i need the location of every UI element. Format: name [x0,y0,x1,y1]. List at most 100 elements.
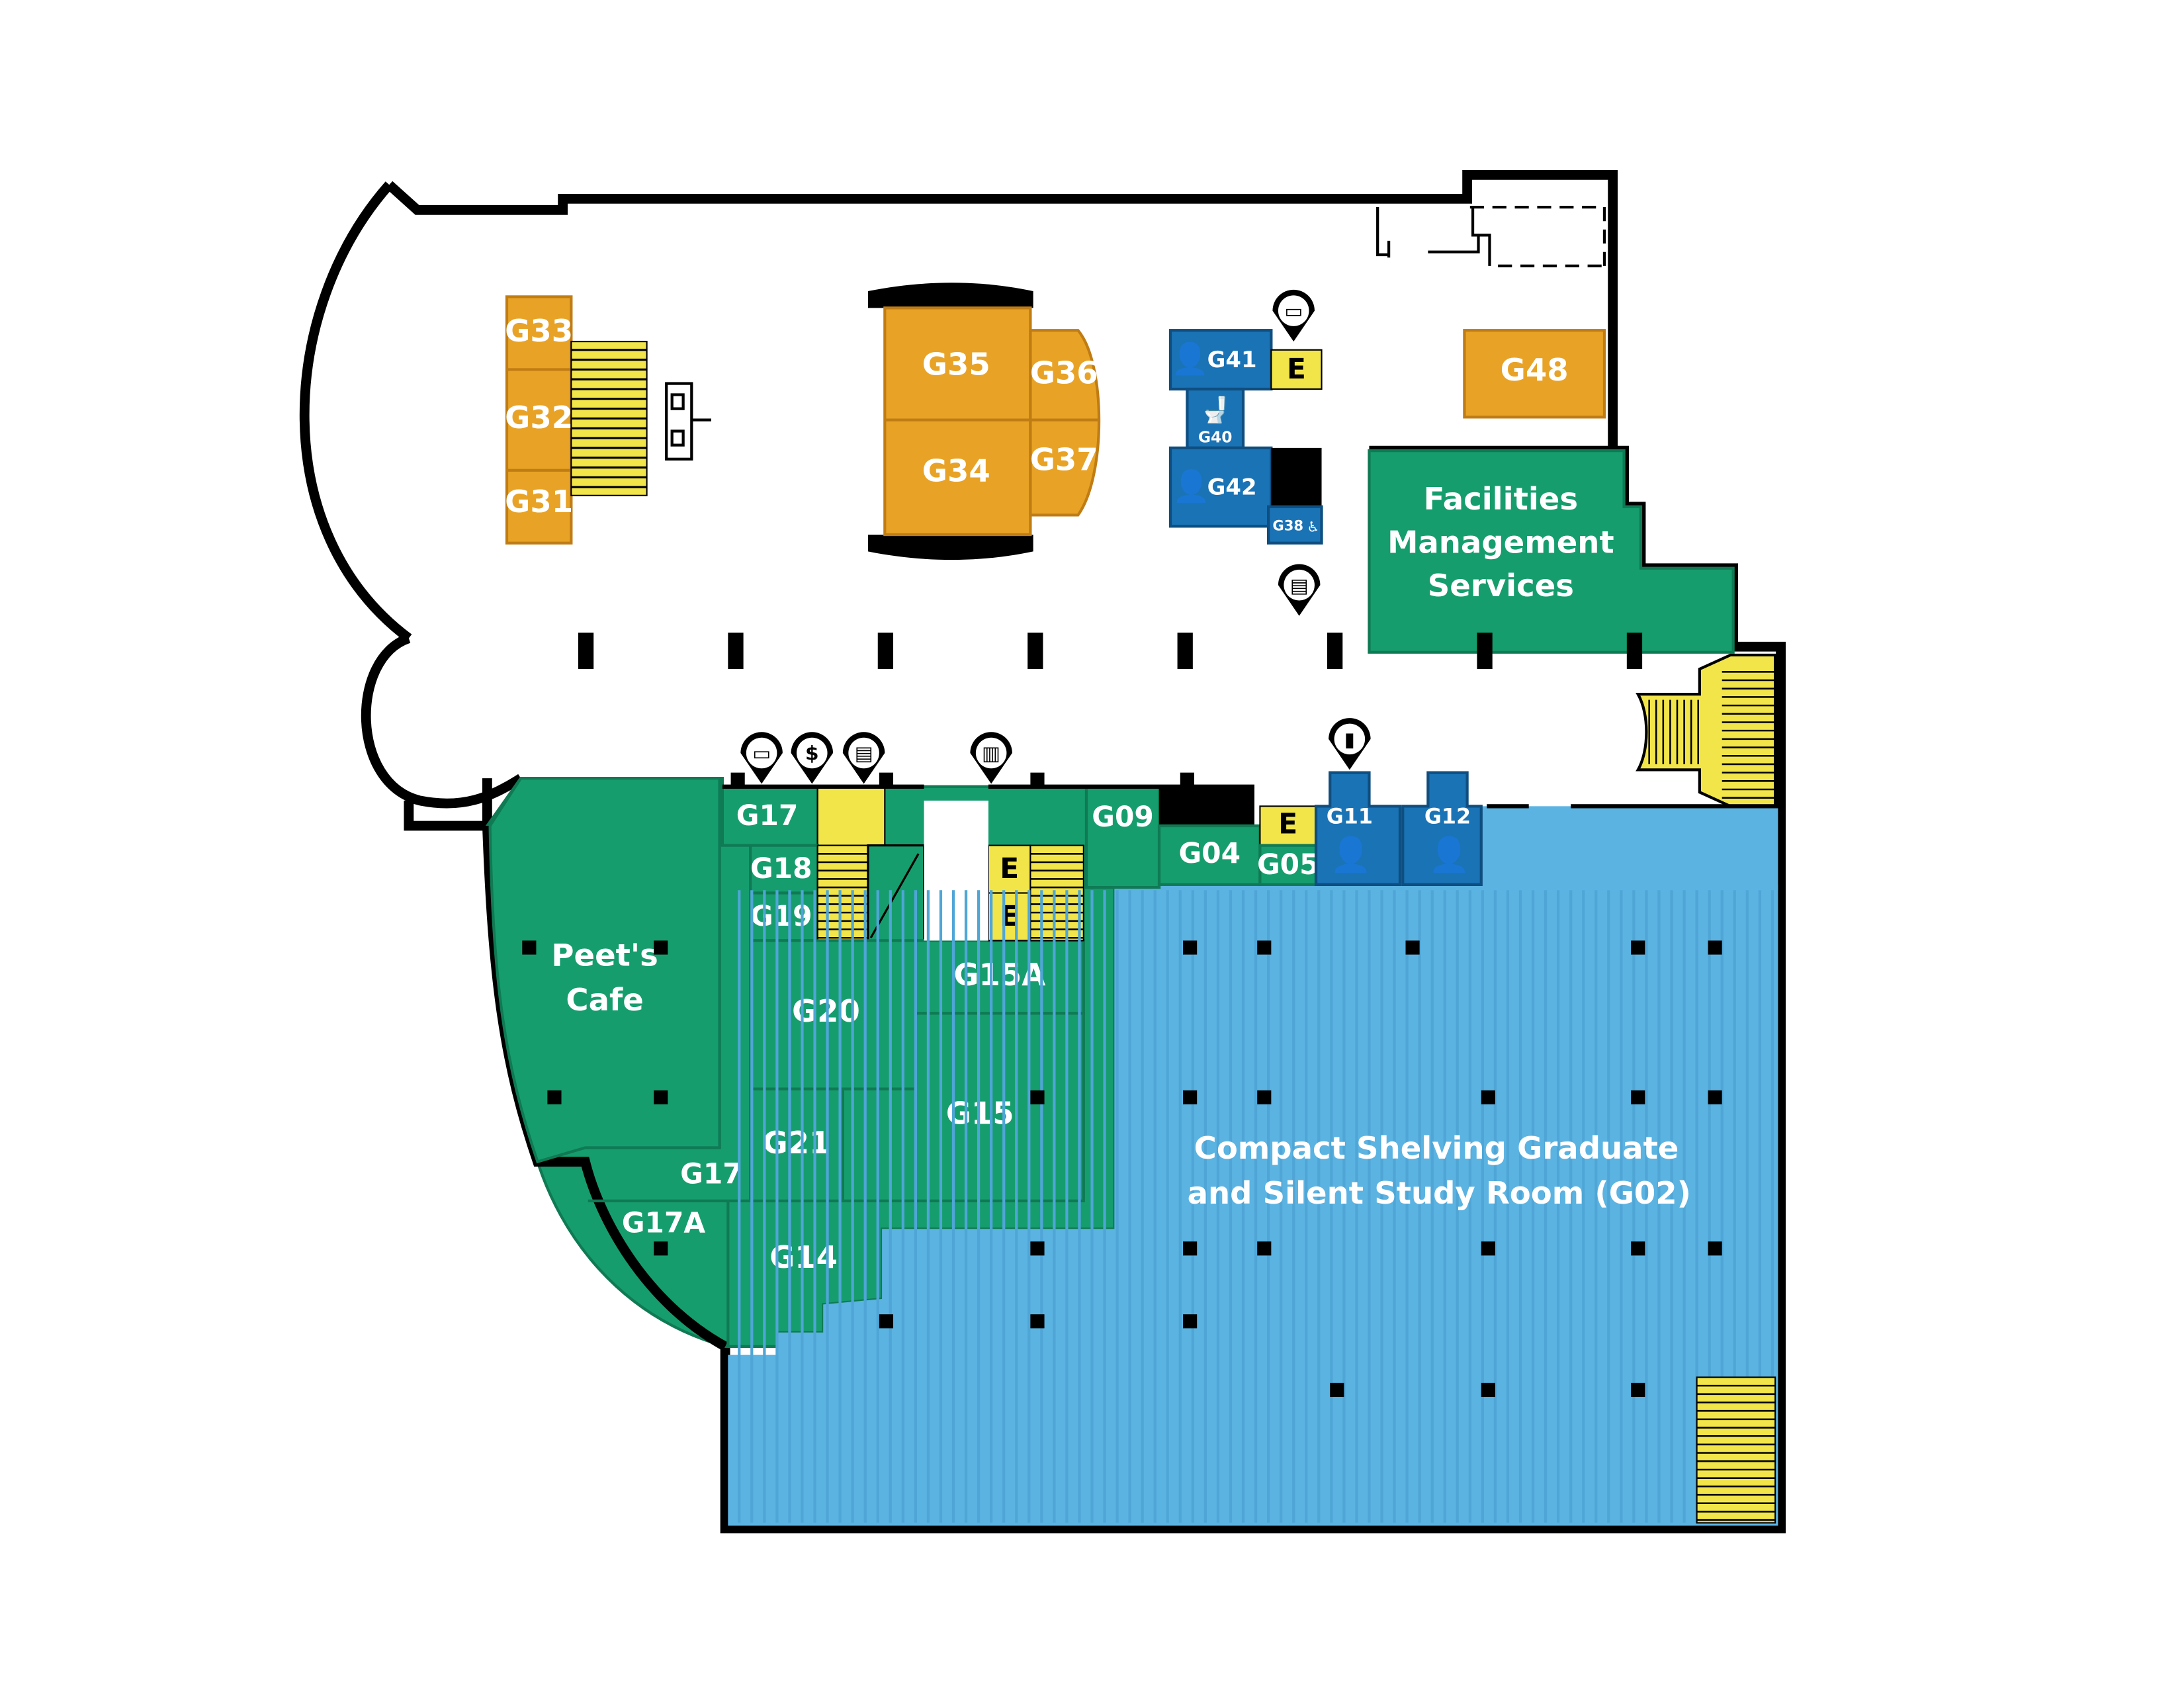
facilities-label-line3[interactable]: Services [1428,568,1574,603]
floor-column [1030,1241,1045,1256]
corridor-column [1027,633,1043,670]
peets-label-line2[interactable]: Cafe [566,982,643,1018]
computer-icon[interactable]: ▭ [740,732,783,784]
building-outline-upper [386,170,1618,456]
floor-column [1183,940,1198,955]
stairs-east [1636,653,1777,808]
floor-column [1708,1090,1722,1104]
printer-icon[interactable]: ▤ [1278,564,1321,616]
stairs-southeast [1696,1376,1776,1524]
facilities-label-line2[interactable]: Management [1387,524,1614,560]
floor-column [522,940,537,955]
floor-column [1030,1314,1045,1329]
elevator-lower-2 [987,892,1031,942]
peets-cafe-shape [488,776,721,1164]
room-g41[interactable]: G41 [1207,347,1257,373]
elevator-g05 [1259,805,1317,846]
floor-column [1257,1241,1272,1256]
g04-black-strip [1159,786,1254,826]
room-g12[interactable]: G12 [1424,805,1471,828]
room-g04[interactable]: G04 [1178,837,1241,869]
corridor-column [1177,633,1193,670]
room-g31[interactable]: G31 [505,484,573,519]
corridor-column [1477,633,1493,670]
room-g36[interactable]: G36 [1030,355,1098,390]
room-g17-top[interactable]: G17 [736,799,799,832]
room-g35[interactable]: G35 [922,347,990,382]
room-g21[interactable]: G21 [763,1125,831,1161]
stairs-mid-lines [1030,853,1084,939]
compact-label-line1[interactable]: Compact Shelving Graduate [1194,1130,1679,1166]
room-g34[interactable]: G34 [922,453,990,488]
facilities-label-line1[interactable]: Facilities [1424,481,1578,517]
stairs-west [570,341,648,496]
men-restroom-icon-g11: 👤 [1330,835,1372,874]
svg-text:▭: ▭ [1284,300,1303,322]
floor-column [654,1090,668,1104]
room-g15a[interactable]: G15A [953,957,1045,993]
building-west-wall [404,778,492,831]
floor-column [654,940,668,955]
computer-icon[interactable]: ▭ [1272,289,1315,342]
room-g11[interactable]: G11 [1327,805,1373,828]
room-g48[interactable]: G48 [1501,352,1569,388]
floor-column [1631,1090,1645,1104]
floor-column [1030,1090,1045,1104]
room-g40[interactable]: G40 [1198,429,1232,447]
room-g09[interactable]: G09 [1092,801,1154,833]
room-g37[interactable]: G37 [1030,442,1098,478]
svg-text:$: $ [805,742,819,765]
floor-column [1257,1090,1272,1104]
floor-column [1631,1241,1645,1256]
corridor-column [1327,633,1343,670]
dashed-area [1469,205,1606,268]
room-g17a[interactable]: G17A [622,1206,706,1239]
women-restroom-icon-g12: 👤 [1428,835,1469,874]
corridor-column [728,633,744,670]
women-restroom-icon: 👤 [1172,468,1211,504]
yellow-block-g17 [816,785,886,846]
svg-text:▤: ▤ [1290,574,1309,597]
wall-column-1 [730,772,745,787]
floor-column [1481,1090,1495,1104]
floor-column [1183,1241,1198,1256]
room-g38[interactable]: G38 [1272,517,1303,533]
g34-g37-block [867,283,1101,560]
floor-column [1708,940,1722,955]
compact-label-line2[interactable]: and Silent Study Room (G02) [1188,1175,1691,1211]
floor-column [1183,1090,1198,1104]
room-g18[interactable]: G18 [750,852,812,885]
elevator-label-g05: E [1278,808,1297,840]
book-icon[interactable]: ▥ [970,732,1012,784]
svg-text:▮: ▮ [1344,728,1355,750]
floor-column [1708,1241,1722,1256]
corridor-column [578,633,594,670]
men-restroom-icon: 👤 [1171,341,1209,377]
g18-shape [749,844,819,895]
room-g33[interactable]: G33 [505,313,573,349]
peets-label-line1[interactable]: Peet's [551,937,658,973]
shelving-stripes [738,890,1774,1523]
corridor-columns [578,633,1643,670]
shelving-columns [522,940,1722,1398]
stairs-se-lines [1696,1384,1776,1521]
dollar-icon[interactable]: $ [791,732,834,784]
floor-column [1405,940,1420,955]
room-g17-bottom[interactable]: G17 [680,1157,742,1190]
stairs-g19 [816,844,869,942]
printer-icon[interactable]: ▤ [842,732,885,784]
wall-column-2 [879,772,894,787]
room-g42[interactable]: G42 [1207,474,1257,500]
room-g05[interactable]: G05 [1257,848,1319,881]
svg-text:▤: ▤ [855,742,873,765]
stairs-lower-mid [1029,844,1084,942]
battery-icon[interactable]: ▮ [1329,718,1371,770]
restroom-block [1168,329,1323,545]
svg-text:▭: ▭ [752,742,771,765]
floor-column [1631,1382,1645,1398]
floor-column [1631,940,1645,955]
room-g32[interactable]: G32 [505,400,573,435]
wall-column-4 [1180,772,1194,787]
